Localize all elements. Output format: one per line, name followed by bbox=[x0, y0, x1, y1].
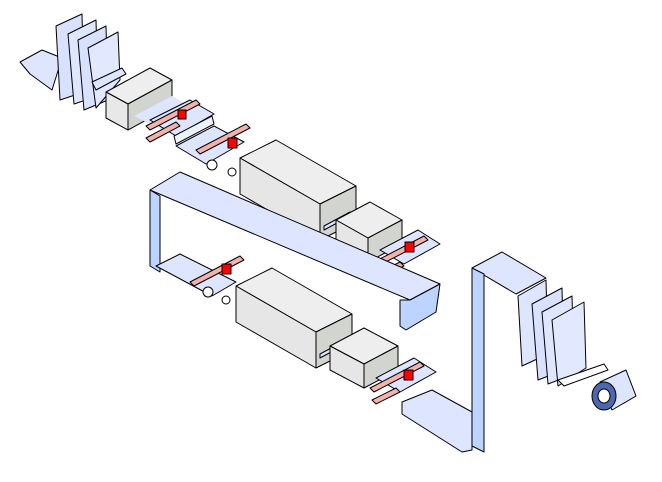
guide-5 bbox=[369, 357, 473, 453]
return-loop bbox=[149, 171, 441, 331]
tower bbox=[471, 251, 547, 453]
outfeed-festoon bbox=[517, 279, 609, 387]
guide-4 bbox=[155, 253, 245, 305]
rewind-roll bbox=[591, 369, 637, 411]
oven-5 bbox=[329, 327, 399, 389]
guide-1 bbox=[145, 99, 215, 145]
infeed-festoon bbox=[19, 13, 127, 111]
guide-2 bbox=[175, 123, 251, 177]
